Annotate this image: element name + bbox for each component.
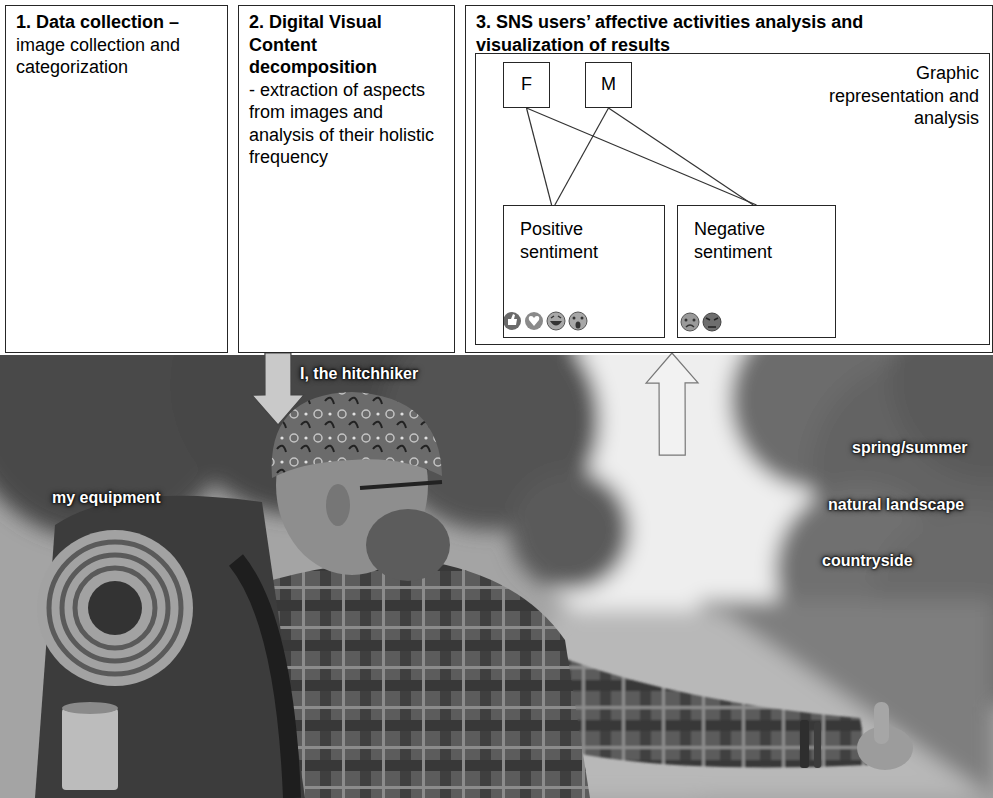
angry-brows bbox=[706, 318, 718, 320]
angry-icon bbox=[703, 313, 721, 331]
wow-mouth bbox=[576, 322, 581, 329]
mug-rim bbox=[62, 702, 118, 714]
strap bbox=[236, 560, 292, 798]
box-heading: 3. SNS users’ affective activities analy… bbox=[476, 11, 952, 56]
box-letter: M bbox=[586, 73, 631, 96]
glasses bbox=[360, 482, 442, 488]
box-heading: 1. Data collection – bbox=[16, 11, 217, 34]
hitchhiker-photo bbox=[0, 355, 993, 798]
box-label: Positive sentiment bbox=[520, 218, 650, 263]
haha-mouth bbox=[550, 321, 562, 326]
photo-label: countryside bbox=[822, 551, 913, 571]
mat-ring bbox=[49, 542, 181, 674]
box-label: Negative sentiment bbox=[694, 218, 821, 263]
reaction-icons bbox=[503, 312, 721, 331]
graphic-panel: Graphic representation and analysis F M Pos… bbox=[475, 53, 990, 345]
bracelet bbox=[814, 722, 821, 768]
block-arrow bbox=[252, 353, 304, 425]
wow-eye bbox=[581, 317, 584, 320]
connector-line bbox=[555, 108, 609, 205]
process-box: 3. SNS users’ affective activities analy… bbox=[465, 5, 993, 353]
mug bbox=[62, 708, 118, 790]
love-heart bbox=[529, 316, 540, 326]
connector-line bbox=[527, 108, 757, 205]
backpack bbox=[35, 496, 305, 798]
gender-box: M bbox=[585, 62, 632, 108]
thumb bbox=[874, 702, 889, 744]
hitchhiker-figure bbox=[35, 392, 913, 798]
mat-ring bbox=[75, 568, 155, 648]
photo-label: natural landscape bbox=[828, 495, 964, 515]
like-icon bbox=[503, 312, 521, 330]
love-icon bbox=[525, 312, 543, 330]
box-letter: F bbox=[504, 73, 549, 96]
sentiment-box: Positive sentiment bbox=[503, 205, 665, 338]
process-box: 2. Digital Visual Content decomposition-… bbox=[238, 5, 455, 353]
panel-label: Graphic representation and analysis bbox=[809, 62, 979, 130]
photo-label: my equipment bbox=[52, 488, 160, 508]
connector-line bbox=[609, 108, 754, 205]
background-landscape bbox=[0, 355, 993, 798]
ear bbox=[326, 484, 350, 526]
box-body: image collection and categorization bbox=[16, 34, 217, 79]
process-box: 1. Data collection –image collection and… bbox=[5, 5, 228, 353]
tree bbox=[510, 470, 630, 590]
bandana bbox=[272, 392, 442, 478]
sad-mouth bbox=[686, 325, 694, 327]
box-body: - extraction of aspects from images and … bbox=[249, 79, 444, 169]
tree bbox=[890, 355, 993, 480]
sad-eye bbox=[685, 319, 688, 322]
photo-label: spring/summer bbox=[852, 438, 968, 458]
sleeping-mat bbox=[37, 530, 193, 686]
block-arrow bbox=[646, 353, 698, 455]
like-thumb bbox=[508, 314, 517, 325]
mat-ring bbox=[62, 555, 168, 661]
angry-mouth bbox=[708, 326, 716, 328]
haha-eyes bbox=[551, 316, 561, 318]
wow-eye bbox=[573, 317, 576, 320]
wow-icon bbox=[569, 312, 587, 330]
photo-label: I, the hitchhiker bbox=[300, 364, 418, 384]
sentiment-box: Negative sentiment bbox=[677, 205, 836, 338]
sad-icon bbox=[681, 313, 699, 331]
haha-icon bbox=[547, 312, 565, 330]
sad-eye bbox=[693, 319, 696, 322]
mat-hole bbox=[88, 581, 142, 635]
connector-line bbox=[527, 108, 552, 205]
photo-panel: I, the hitchhiker my equipment spring/summ… bbox=[0, 355, 993, 798]
gender-box: F bbox=[503, 62, 550, 108]
bracelet bbox=[800, 720, 809, 768]
box-heading: 2. Digital Visual Content decomposition bbox=[249, 11, 444, 79]
beard bbox=[366, 509, 450, 581]
